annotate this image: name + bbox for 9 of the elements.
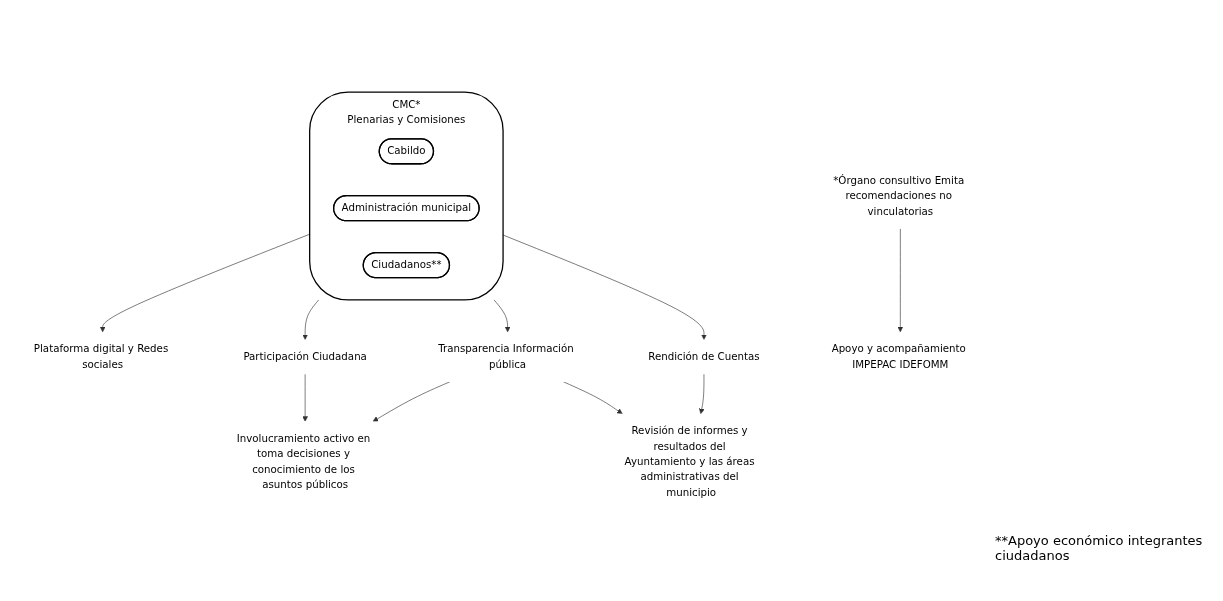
node-text: Transparencia Información pública (438, 342, 574, 370)
node-text: Involucramiento activo en toma decisiones y conocimiento de los asuntos públicos (236, 431, 371, 491)
node-text: *Órgano consultivo Emita recomendaciones no vinculatorias (833, 173, 965, 217)
node-text: Revisión de informes y resultados del Ayuntamiento y las áreas administrativas del municipio (624, 424, 755, 498)
node-text: Participación Ciudadana (243, 350, 367, 363)
node-text: Rendición de Cuentas (648, 350, 760, 363)
node-text: Plataforma digital y Redes sociales (33, 342, 169, 370)
footnote: **Apoyo económico integrantes ciudadanos (995, 533, 1204, 563)
node-text: Apoyo y acompañamiento IMPEPAC IDEFOMM (831, 342, 966, 370)
